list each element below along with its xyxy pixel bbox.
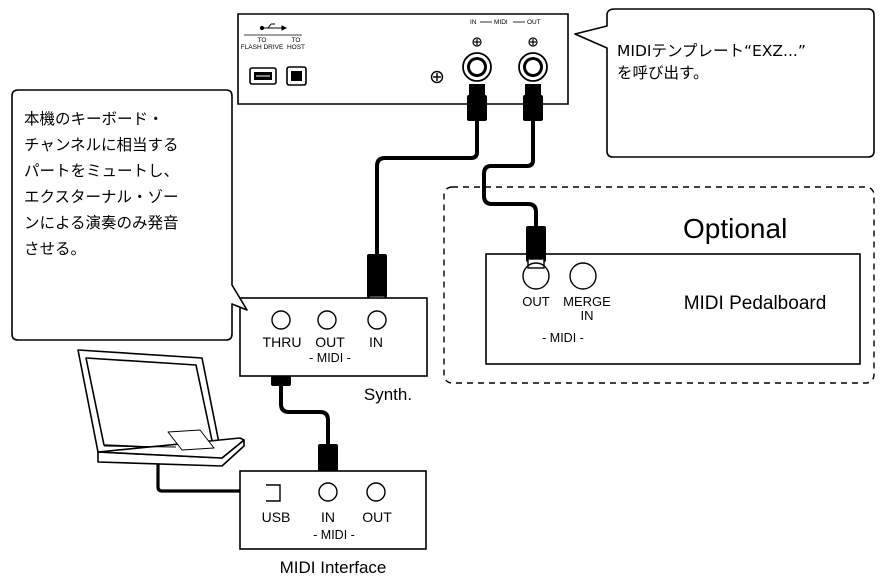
interface-usb-label: USB — [262, 509, 291, 525]
optional-title: Optional — [683, 213, 787, 244]
synth-box: THRU OUT IN - MIDI - — [239, 297, 428, 377]
midi-out-header: OUT — [527, 19, 541, 26]
midi-out-socket — [518, 52, 548, 82]
plug-in-top — [467, 84, 487, 121]
synth-out-label: OUT — [315, 334, 345, 350]
ground-screw-icon — [430, 70, 444, 84]
usb-cable-laptop-to-interface — [156, 462, 274, 493]
pedalboard-midi-label: - MIDI - — [542, 331, 584, 345]
callout-left: 本機のキーボード・ チャンネルに相当する パートをミュートし、 エクスターナル・… — [11, 89, 248, 341]
pedalboard-name: MIDI Pedalboard — [684, 293, 827, 314]
interface-out-label: OUT — [362, 509, 392, 525]
midi-in-socket — [462, 52, 492, 82]
usb-b-port — [286, 66, 307, 86]
optional-region — [443, 186, 875, 384]
usb-a-port — [249, 67, 277, 85]
midi-cable-in-to-synth — [375, 120, 479, 256]
callout-right: MIDIテンプレート“EXZ...” を呼び出す。 — [574, 8, 875, 158]
plug-out-top — [523, 84, 543, 121]
laptop-icon — [77, 349, 245, 467]
interface-name: MIDI Interface — [280, 558, 387, 577]
synth-in-label: IN — [369, 334, 383, 350]
plug-pedal-out — [526, 226, 546, 269]
synth-name: Synth. — [364, 385, 412, 404]
midi-cable-thru-to-interface — [279, 384, 330, 445]
midi-header: MIDI — [494, 19, 508, 26]
usb-icon — [259, 23, 288, 31]
midi-interface-box: USB IN OUT - MIDI - — [239, 470, 427, 550]
interface-in-label: IN — [321, 509, 335, 525]
midi-cable-out-to-pedalboard — [482, 120, 538, 228]
synth-thru-label: THRU — [263, 334, 302, 350]
pedalboard-out-label: OUT — [522, 294, 550, 309]
midi-in-header: IN — [470, 19, 477, 26]
callout-right-text: MIDIテンプレート“EXZ...” を呼び出す。 — [617, 42, 811, 82]
interface-midi-label: - MIDI - — [313, 528, 355, 542]
callout-left-text: 本機のキーボード・ チャンネルに相当する パートをミュートし、 エクスターナル・… — [24, 110, 184, 258]
synth-midi-label: - MIDI - — [309, 351, 351, 365]
